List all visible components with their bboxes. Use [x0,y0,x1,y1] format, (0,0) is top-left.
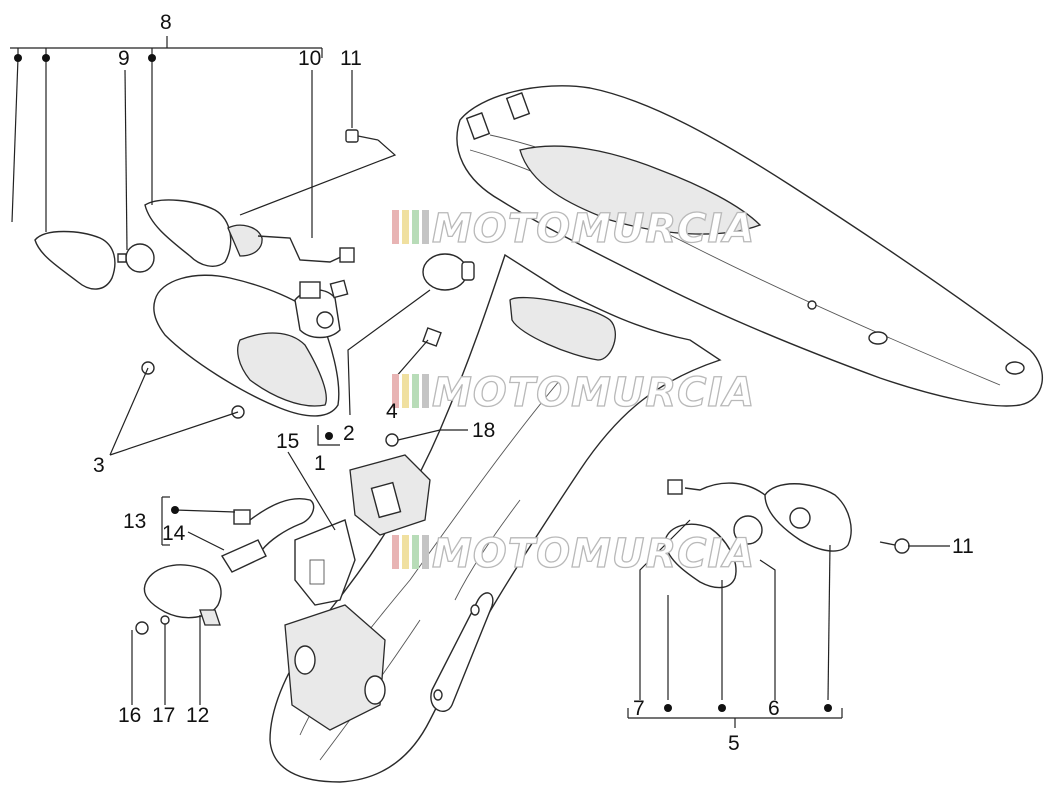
watermark-text: MOTOMURCIA [432,206,755,252]
tail-grab-rail [456,85,1044,407]
screw-11-top [345,129,379,143]
watermark-middle: MOTOMURCIA [392,369,755,417]
callout-9: 9 [118,47,130,70]
washer-17 [160,615,170,625]
plate-lamp [143,498,356,626]
side-reflector [430,592,494,712]
callout-7: 7 [633,697,645,720]
turn-signal-lens-left [34,230,116,290]
callout-dots [14,54,832,712]
callout-3: 3 [93,454,105,477]
callout-1: 1 [314,452,326,475]
callout-15: 15 [276,430,299,453]
screw-11-right [879,538,910,554]
rear-fender-assembly [269,253,722,783]
bulb-2 [422,253,475,291]
callout-10: 10 [298,47,321,70]
turn-signal-left [34,199,355,290]
turn-signal-right [664,479,852,589]
callout-13: 13 [123,510,146,533]
callout-numbers: 8 9 10 11 2 1 3 4 18 15 13 14 16 17 12 7… [93,11,974,755]
clip [329,279,349,299]
nut-4 [422,327,442,347]
callout-11-right: 11 [952,535,974,558]
callout-16: 16 [118,704,141,727]
lamp-socket-14 [220,539,267,573]
license-plate-holder [284,604,386,731]
callout-8: 8 [160,11,172,34]
watermark-top: MOTOMURCIA [392,205,755,253]
callout-5: 5 [728,732,740,755]
screw-18 [385,433,399,447]
watermark-text: MOTOMURCIA [432,531,755,577]
callout-6: 6 [768,697,780,720]
callout-11-top: 11 [340,47,362,70]
watermark-text: MOTOMURCIA [432,370,755,416]
plate-lamp-lens-12 [143,564,222,619]
turn-signal-lens-right [664,523,737,589]
screw-16 [135,621,149,635]
tail-light-left [153,274,341,417]
leader-lines [10,36,950,728]
callout-14: 14 [162,522,186,545]
body-slot [509,296,616,361]
callout-2: 2 [343,422,355,445]
callout-18: 18 [472,419,495,442]
turn-signal-housing-left [144,199,232,267]
callout-17: 17 [152,704,175,727]
callout-4: 4 [386,400,398,423]
screws [135,129,910,635]
watermark-bottom: MOTOMURCIA [392,530,755,578]
callout-12: 12 [186,704,209,727]
